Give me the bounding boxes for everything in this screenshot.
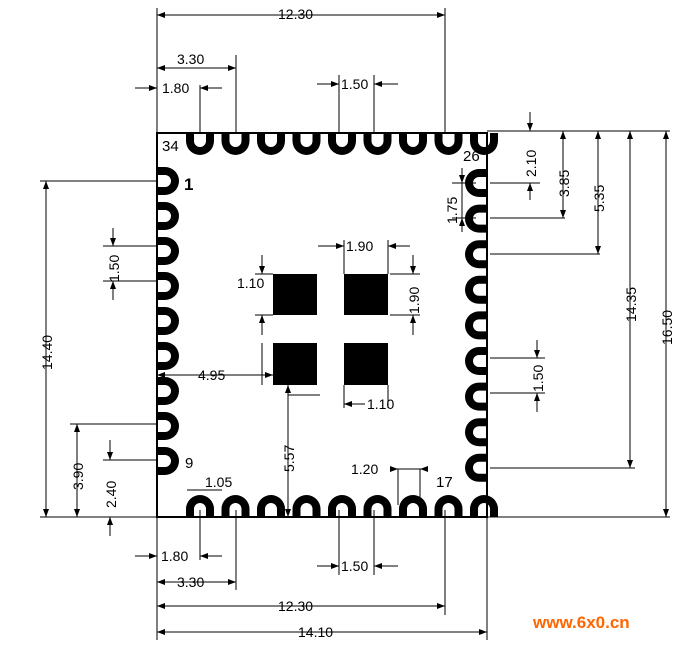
left-pad xyxy=(157,412,179,440)
left-pad xyxy=(157,272,179,300)
right-pad xyxy=(465,275,487,304)
left-pad xyxy=(157,202,179,230)
dim-right-pitch: 1.50 xyxy=(530,365,546,392)
dim-right-385: 3.85 xyxy=(556,170,572,197)
dim-pad-495: 4.95 xyxy=(198,367,225,383)
center-pad-top-left xyxy=(273,274,317,315)
right-pad xyxy=(465,382,487,411)
dim-bottom-330: 3.30 xyxy=(177,574,204,590)
bottom-pad xyxy=(470,495,498,517)
bottom-pad xyxy=(292,495,321,517)
top-pad xyxy=(399,133,427,155)
dim-top-pitch: 1.50 xyxy=(341,76,368,92)
dim-left-390: 3.90 xyxy=(70,463,86,490)
bottom-pad xyxy=(434,495,463,517)
top-pad xyxy=(292,133,321,156)
dim-right-210: 2.10 xyxy=(523,150,539,177)
bottom-castellated-pads xyxy=(186,495,498,517)
dim-pad-190-h: 1.90 xyxy=(406,287,422,314)
center-pad-bottom-right xyxy=(344,343,388,385)
top-pad xyxy=(186,133,214,155)
dim-left-1440: 14.40 xyxy=(39,335,55,370)
left-pad xyxy=(157,167,179,195)
right-pad xyxy=(465,453,487,482)
dim-right-175: 1.75 xyxy=(444,197,460,224)
left-pad xyxy=(157,307,179,335)
dim-right-1435: 14.35 xyxy=(623,287,639,322)
top-pad xyxy=(434,133,463,156)
left-pad xyxy=(157,237,179,265)
top-castellated-pads xyxy=(186,133,498,156)
bottom-pad xyxy=(328,495,356,517)
dim-bottom-120: 1.20 xyxy=(351,461,378,477)
right-pad xyxy=(465,347,487,375)
top-pad xyxy=(470,133,498,155)
top-pad xyxy=(221,133,250,156)
right-pad xyxy=(465,311,487,340)
right-pad xyxy=(465,418,487,447)
right-pad xyxy=(465,169,487,197)
bottom-pad xyxy=(221,495,250,517)
bottom-pad xyxy=(363,495,392,517)
right-pad xyxy=(464,240,487,269)
bottom-pad xyxy=(186,495,214,517)
dim-top-width: 12.30 xyxy=(278,6,313,22)
top-pad xyxy=(257,133,285,155)
dim-bottom-pitch: 1.50 xyxy=(341,558,368,574)
dim-pad-110-bottom: 1.10 xyxy=(367,396,394,412)
dim-bottom-105: 1.05 xyxy=(205,474,232,490)
dim-left-240: 2.40 xyxy=(103,481,119,508)
dimension-arrowheads xyxy=(43,12,669,635)
left-pad xyxy=(157,447,179,475)
center-pad-top-right xyxy=(344,274,388,315)
bottom-pad xyxy=(257,495,285,517)
dimension-lines xyxy=(40,8,670,640)
left-castellated-pads xyxy=(157,167,179,475)
left-pad xyxy=(157,342,179,370)
pin-label-9: 9 xyxy=(185,455,193,472)
pin-label-1: 1 xyxy=(184,175,193,194)
top-pad xyxy=(363,133,392,156)
watermark-text: www.6x0.cn xyxy=(532,613,630,632)
right-pad xyxy=(465,204,487,233)
right-castellated-pads xyxy=(464,169,487,482)
dim-top-180: 1.80 xyxy=(162,80,189,96)
top-pad xyxy=(328,133,356,155)
dim-top-330: 3.30 xyxy=(177,51,204,67)
dim-bottom-1410: 14.10 xyxy=(298,624,333,640)
pin-label-34: 34 xyxy=(162,138,179,155)
module-body-outline xyxy=(156,132,488,518)
dim-right-1650: 16.50 xyxy=(659,310,675,345)
dim-pad-110-left: 1.10 xyxy=(237,275,264,291)
dim-bottom-180: 1.80 xyxy=(161,548,188,564)
pin-label-17: 17 xyxy=(436,474,453,491)
left-pad xyxy=(157,377,179,405)
dim-left-pitch: 1.50 xyxy=(106,255,122,282)
dim-right-535: 5.35 xyxy=(591,185,607,212)
center-pad-bottom-left xyxy=(273,343,317,385)
dim-bottom-1230: 12.30 xyxy=(278,598,313,614)
pin-label-26: 26 xyxy=(463,148,480,165)
bottom-pad xyxy=(399,495,427,517)
dim-pad-557: 5.57 xyxy=(281,445,297,472)
dim-pad-190-w: 1.90 xyxy=(346,238,373,254)
